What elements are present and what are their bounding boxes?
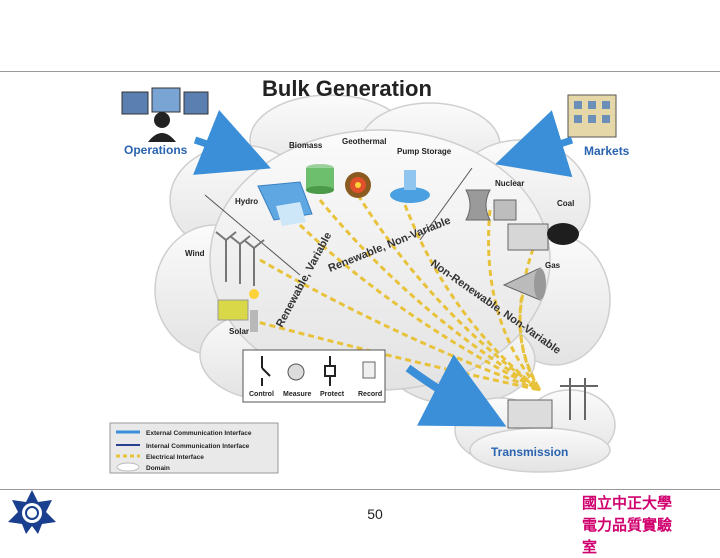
external-arrow-markets	[495, 110, 574, 178]
record-label: Record	[358, 391, 382, 398]
page-number: 50	[367, 506, 383, 522]
legend-external-label: External Communication Interface	[146, 430, 252, 437]
control-icon	[261, 356, 271, 386]
nuclear-label: Nuclear	[495, 179, 524, 188]
legend-electrical-label: Electrical Interface	[146, 454, 204, 461]
geothermal-label: Geothermal	[342, 137, 386, 146]
biomass-icon	[306, 164, 334, 194]
organization-line-3: 室	[582, 538, 598, 556]
legend-internal-label: Internal Communication Interface	[146, 443, 250, 450]
internal-arrow-transmission	[405, 354, 507, 427]
external-arrow-operations	[193, 109, 271, 175]
organization-line-1: 國立中正大學	[582, 494, 673, 512]
measure-icon	[287, 363, 305, 381]
coal-label: Coal	[557, 199, 574, 208]
hydro-icon	[257, 181, 313, 226]
electrical-interfaces	[249, 194, 542, 392]
protect-icon	[324, 356, 336, 386]
bulk-generation-diagram: Renewable, Non-Variable Renewable, Varia…	[109, 76, 630, 474]
diagram-title: Bulk Generation	[262, 76, 432, 101]
nuclear-icon	[465, 189, 517, 221]
organization-name: 國立中正大學 電力品質實驗 室	[582, 492, 712, 558]
measure-label: Measure	[283, 391, 312, 398]
hydro-label: Hydro	[235, 197, 258, 206]
control-label: Control	[249, 391, 274, 398]
biomass-label: Biomass	[289, 141, 323, 150]
gas-icon	[502, 267, 546, 301]
wind-turbines-icon	[215, 231, 265, 286]
coal-icon	[507, 223, 579, 251]
substation-icon	[507, 378, 598, 429]
solar-icon	[217, 289, 259, 332]
operations-label: Operations	[124, 143, 188, 157]
legend-domain-swatch	[116, 462, 140, 472]
record-icon	[362, 361, 376, 379]
top-rule	[0, 71, 720, 72]
divider-left	[204, 194, 301, 276]
transmission-label: Transmission	[491, 445, 568, 459]
functions-box	[242, 349, 386, 403]
legend-domain-label: Domain	[146, 465, 170, 472]
markets-building-icon	[567, 94, 617, 138]
wind-label: Wind	[185, 249, 205, 258]
gas-label: Gas	[545, 261, 561, 270]
pump-storage-label: Pump Storage	[397, 147, 452, 156]
pump-storage-icon	[390, 170, 430, 203]
solar-label: Solar	[229, 327, 249, 336]
organization-line-2: 電力品質實驗	[582, 516, 673, 534]
university-logo-icon	[8, 490, 56, 534]
geothermal-icon	[345, 172, 371, 198]
protect-label: Protect	[320, 391, 345, 398]
bottom-rule	[0, 489, 720, 490]
markets-label: Markets	[584, 144, 630, 158]
divider-right	[419, 167, 473, 241]
operations-monitors-icon	[121, 87, 209, 142]
